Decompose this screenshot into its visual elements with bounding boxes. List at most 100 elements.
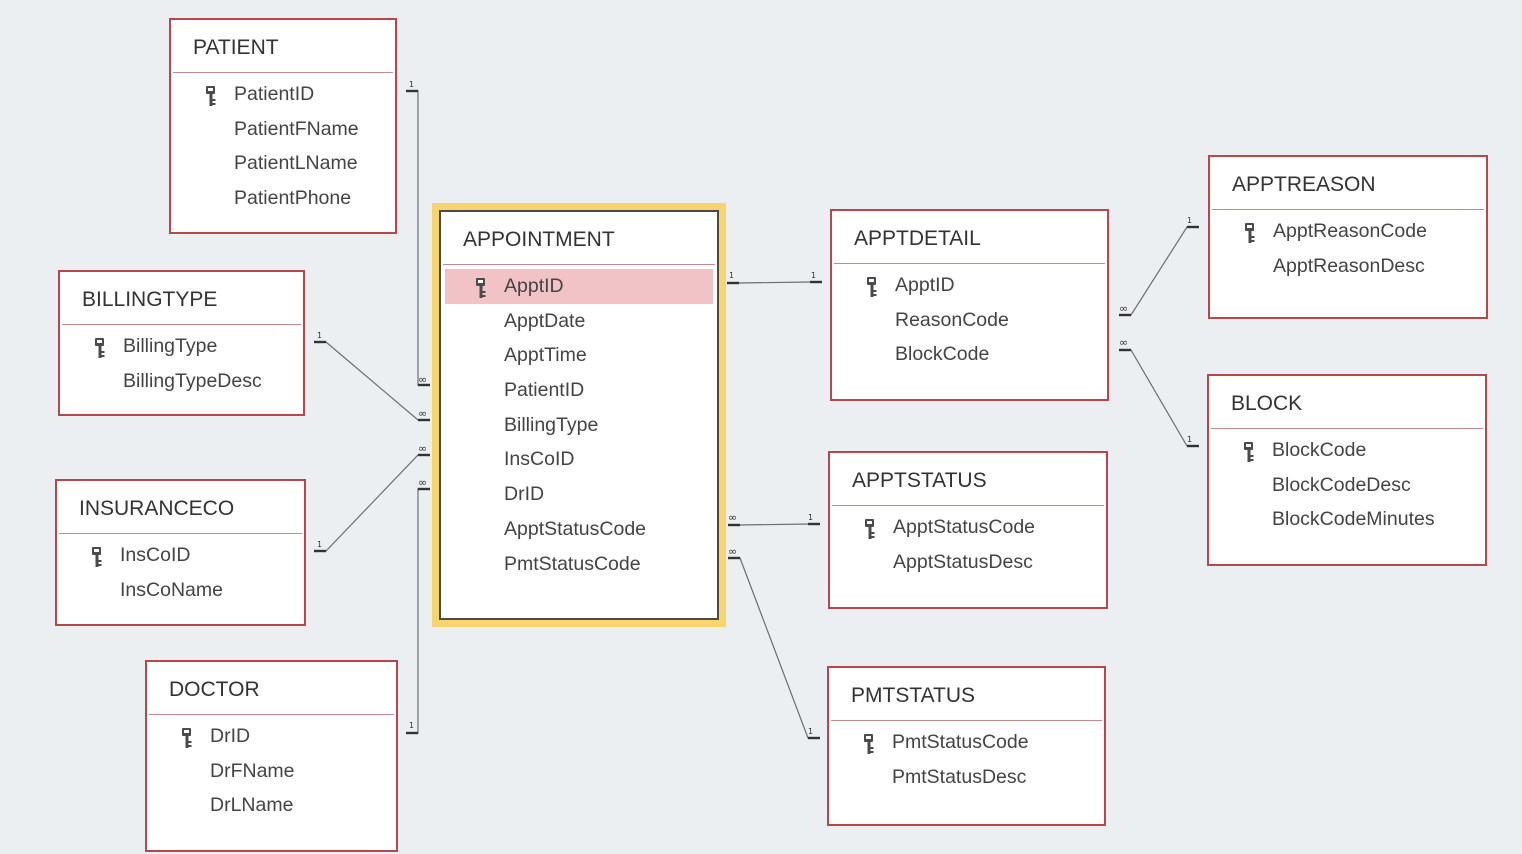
field-name: ApptStatusCode <box>893 516 1036 538</box>
field-row[interactable]: ApptStatusCode <box>441 512 717 547</box>
field-row[interactable]: InsCoID <box>57 538 304 573</box>
field-row[interactable]: BillingType <box>60 329 303 364</box>
field-name: DrID <box>210 725 251 747</box>
field-row[interactable]: PatientFName <box>171 112 395 147</box>
table-title[interactable]: APPTREASON <box>1232 173 1376 196</box>
table-title[interactable]: INSURANCECO <box>79 497 235 520</box>
field-row[interactable]: PmtStatusCode <box>441 547 717 582</box>
field-row[interactable]: ApptReasonDesc <box>1210 249 1486 284</box>
field-name: BlockCodeDesc <box>1272 473 1411 496</box>
many-side-label: ∞ <box>418 476 427 489</box>
key-icon <box>91 545 103 567</box>
field-row[interactable]: DrID <box>441 477 717 512</box>
key-icon <box>181 726 193 748</box>
one-side-label: 1 <box>409 80 414 89</box>
one-side-label: 1 <box>1187 216 1192 225</box>
title-divider <box>443 264 715 265</box>
title-divider <box>1211 428 1483 429</box>
field-row[interactable]: ApptStatusDesc <box>830 545 1106 580</box>
relationship-line <box>314 341 430 421</box>
field-name: PmtStatusDesc <box>892 765 1027 788</box>
table-title[interactable]: APPOINTMENT <box>463 228 615 251</box>
field-row[interactable]: ReasonCode <box>832 303 1107 338</box>
many-side-label: ∞ <box>1119 336 1128 349</box>
field-name: ApptTime <box>504 344 587 367</box>
field-row[interactable]: BillingTypeDesc <box>60 364 303 399</box>
field-row[interactable]: PmtStatusDesc <box>829 760 1104 795</box>
relationship-line <box>728 523 820 526</box>
field-row[interactable]: DrLName <box>147 788 396 823</box>
field-row[interactable]: ApptDate <box>441 304 717 339</box>
table-title[interactable]: BLOCK <box>1231 392 1303 415</box>
title-divider <box>62 324 301 325</box>
field-row[interactable]: PmtStatusCode <box>829 725 1104 760</box>
field-name: InsCoID <box>504 448 575 471</box>
field-name: BlockCode <box>895 343 990 366</box>
title-divider <box>832 505 1104 506</box>
key-icon <box>94 336 106 358</box>
title-divider <box>831 720 1102 721</box>
table-title[interactable]: APPTSTATUS <box>852 469 987 492</box>
field-row[interactable]: PatientLName <box>171 146 395 181</box>
field-row[interactable]: InsCoName <box>57 573 304 608</box>
field-row[interactable]: ApptStatusCode <box>830 510 1106 545</box>
relationship-line <box>406 90 430 386</box>
field-row[interactable]: PatientID <box>441 373 717 408</box>
table-title[interactable]: DOCTOR <box>169 678 260 701</box>
field-row[interactable]: BillingType <box>441 408 717 443</box>
table-title[interactable]: PATIENT <box>193 36 279 59</box>
key-icon <box>866 275 878 297</box>
field-row[interactable]: BlockCode <box>832 337 1107 372</box>
key-icon <box>205 84 217 106</box>
field-row[interactable]: ApptID <box>832 268 1107 303</box>
field-row[interactable]: BlockCodeDesc <box>1209 468 1485 503</box>
field-row[interactable]: ApptID <box>445 269 713 304</box>
table-title[interactable]: BILLINGTYPE <box>82 288 218 311</box>
field-row[interactable]: InsCoID <box>441 442 717 477</box>
field-name: PatientFName <box>234 117 359 140</box>
table-title[interactable]: APPTDETAIL <box>854 227 981 250</box>
key-icon <box>863 732 875 754</box>
one-side-label: 1 <box>808 513 813 522</box>
field-row[interactable]: BlockCodeMinutes <box>1209 502 1485 537</box>
field-name: BlockCode <box>1272 439 1367 461</box>
title-divider <box>173 72 393 73</box>
field-name: BillingType <box>123 335 218 357</box>
field-row[interactable]: BlockCode <box>1209 433 1485 468</box>
field-row[interactable]: PatientPhone <box>171 181 395 216</box>
field-name: BlockCodeMinutes <box>1272 508 1435 531</box>
field-row[interactable]: DrID <box>147 719 396 754</box>
one-side-label: 1 <box>729 271 734 280</box>
relationship-line <box>314 454 430 552</box>
title-divider <box>149 714 394 715</box>
table-title[interactable]: PMTSTATUS <box>851 684 976 707</box>
field-row[interactable]: DrFName <box>147 754 396 789</box>
many-side-label: ∞ <box>728 511 737 524</box>
field-row[interactable]: ApptReasonCode <box>1210 214 1486 249</box>
key-icon <box>864 517 876 539</box>
field-name: ApptID <box>504 275 564 297</box>
field-row[interactable]: ApptTime <box>441 338 717 373</box>
field-name: BillingTypeDesc <box>123 369 262 392</box>
field-row[interactable]: PatientID <box>171 77 395 112</box>
field-name: ReasonCode <box>895 308 1009 331</box>
one-side-label: 1 <box>409 721 414 730</box>
